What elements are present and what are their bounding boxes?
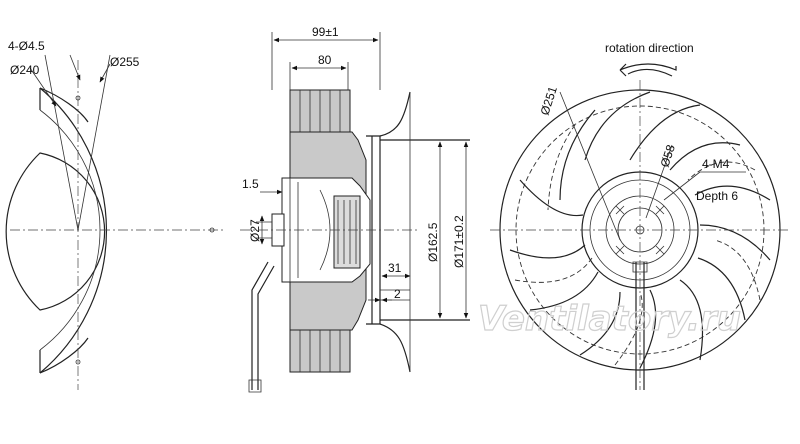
watermark: Ventilatory.ru (478, 299, 741, 339)
thread-label: 4-M4 (702, 157, 730, 171)
d240-dimension-label: Ø240 (10, 63, 40, 77)
front-view: rotation direction (490, 41, 790, 390)
hole-dimension-label: 4-Ø4.5 (8, 39, 45, 53)
d58-label: Ø58 (658, 143, 678, 169)
d255-dimension-label: Ø255 (110, 55, 140, 69)
depth-label: Depth 6 (696, 189, 738, 203)
rotation-direction-label: rotation direction (605, 41, 694, 55)
overall-length-label: 99±1 (312, 25, 339, 39)
left-view: 4-Ø4.5 Ø240 Ø255 (5, 39, 225, 390)
dim-31-label: 31 (388, 261, 402, 275)
body-length-label: 80 (318, 53, 332, 67)
inlet-ring-inner (5, 152, 106, 311)
d27-label: Ø27 (248, 219, 262, 242)
cable (251, 261, 275, 390)
d162-label: Ø162.5 (426, 222, 440, 262)
dim-2-label: 2 (394, 287, 401, 301)
side-view: 99±1 80 Ø162.5 Ø171±0.2 (240, 25, 470, 393)
dim-1-5-label: 1.5 (242, 177, 259, 191)
rotation-arrow-icon (619, 63, 677, 77)
d171-label: Ø171±0.2 (452, 215, 466, 268)
front-cable (635, 262, 645, 390)
d251-label: Ø251 (538, 84, 560, 117)
inlet-ring-outline (39, 87, 107, 374)
